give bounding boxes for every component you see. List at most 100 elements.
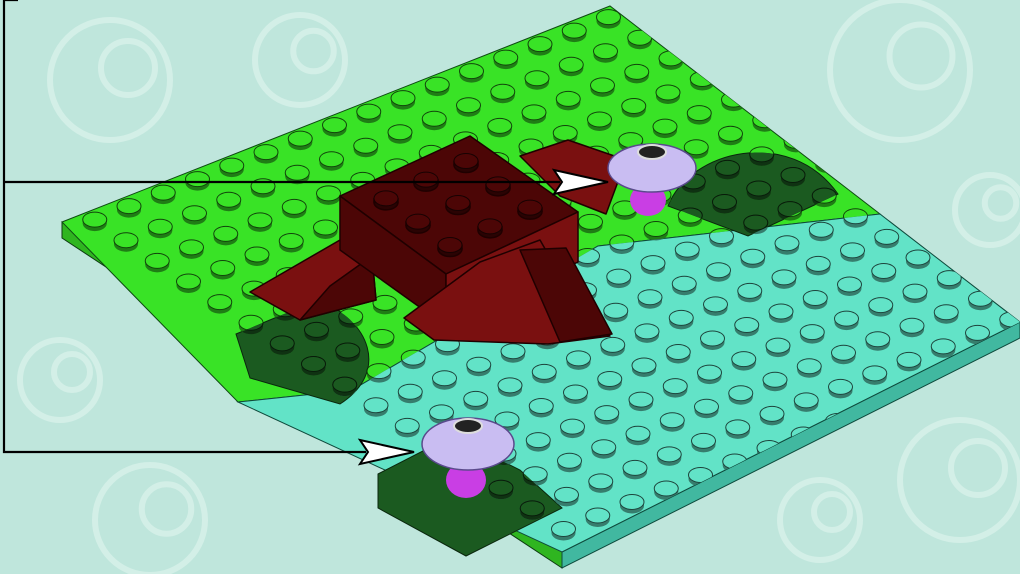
stud-side bbox=[972, 261, 996, 276]
stud-wall bbox=[847, 182, 871, 186]
stud bbox=[738, 283, 762, 298]
stud bbox=[314, 220, 338, 235]
stud bbox=[753, 113, 777, 128]
stud bbox=[336, 343, 360, 358]
pattern-swirl bbox=[890, 25, 953, 88]
stud-side bbox=[815, 158, 839, 173]
stud bbox=[1003, 278, 1020, 293]
stud-wall bbox=[847, 182, 871, 186]
stud bbox=[245, 247, 269, 262]
stud bbox=[622, 98, 646, 113]
stud bbox=[364, 398, 388, 413]
stud-wall bbox=[940, 244, 964, 248]
stud bbox=[333, 377, 357, 392]
stud bbox=[744, 215, 768, 230]
stud bbox=[180, 240, 204, 255]
stud bbox=[395, 418, 419, 433]
stud bbox=[632, 358, 656, 373]
stud bbox=[897, 352, 921, 367]
stud bbox=[769, 304, 793, 319]
stud bbox=[282, 199, 306, 214]
stud bbox=[498, 378, 522, 393]
stud-side bbox=[972, 261, 996, 276]
stud bbox=[588, 112, 612, 127]
stud bbox=[878, 195, 902, 210]
stud-wall bbox=[909, 223, 933, 227]
stud bbox=[800, 325, 824, 340]
stud bbox=[772, 270, 796, 285]
stud bbox=[1003, 278, 1020, 293]
stud-wall bbox=[972, 265, 996, 269]
stud bbox=[666, 344, 690, 359]
stud bbox=[214, 226, 238, 241]
stud-wall bbox=[997, 353, 1020, 357]
stud bbox=[863, 366, 887, 381]
stud bbox=[323, 118, 347, 133]
stud bbox=[478, 219, 502, 234]
stud bbox=[589, 474, 613, 489]
stud bbox=[1003, 278, 1020, 293]
stud-wall bbox=[963, 367, 987, 371]
stud bbox=[526, 433, 550, 448]
pattern-swirl bbox=[951, 441, 1005, 495]
stud-side bbox=[878, 199, 902, 214]
stud-wall bbox=[972, 265, 996, 269]
stud bbox=[906, 250, 930, 265]
stud bbox=[422, 111, 446, 126]
stud bbox=[370, 329, 394, 344]
stud-wall bbox=[997, 353, 1020, 357]
stud bbox=[488, 118, 512, 133]
stud-wall bbox=[847, 182, 871, 186]
stud bbox=[562, 23, 586, 38]
stud bbox=[561, 419, 585, 434]
stud bbox=[559, 57, 583, 72]
stud bbox=[357, 104, 381, 119]
stud bbox=[835, 311, 859, 326]
stud bbox=[555, 487, 579, 502]
stud-wall bbox=[909, 223, 933, 227]
stud bbox=[623, 460, 647, 475]
stud bbox=[1003, 278, 1020, 293]
stud-wall bbox=[909, 223, 933, 227]
stud-wall bbox=[963, 367, 987, 371]
stud bbox=[940, 236, 964, 251]
stud bbox=[501, 344, 525, 359]
stud bbox=[809, 222, 833, 237]
stud-side bbox=[940, 240, 964, 255]
stud-side bbox=[972, 261, 996, 276]
stud bbox=[657, 447, 681, 462]
stud bbox=[604, 303, 628, 318]
stud bbox=[595, 406, 619, 421]
stud bbox=[552, 521, 576, 536]
stud-wall bbox=[940, 244, 964, 248]
stud-wall bbox=[878, 203, 902, 207]
stud-side bbox=[963, 363, 987, 378]
stud bbox=[320, 152, 344, 167]
stud bbox=[878, 195, 902, 210]
stud-side bbox=[940, 240, 964, 255]
stud bbox=[525, 71, 549, 86]
stud bbox=[183, 206, 207, 221]
stud-wall bbox=[878, 203, 902, 207]
stud bbox=[398, 384, 422, 399]
stud bbox=[579, 214, 603, 229]
stud bbox=[829, 379, 853, 394]
stud bbox=[558, 453, 582, 468]
stud-side bbox=[878, 199, 902, 214]
stud bbox=[692, 433, 716, 448]
stud bbox=[878, 195, 902, 210]
stud bbox=[726, 420, 750, 435]
stud-wall bbox=[963, 367, 987, 371]
stud bbox=[940, 236, 964, 251]
stud-side bbox=[997, 350, 1020, 365]
stud bbox=[747, 181, 771, 196]
stud bbox=[909, 216, 933, 231]
stud bbox=[528, 37, 552, 52]
stud-side bbox=[909, 220, 933, 235]
stud-side bbox=[878, 199, 902, 214]
pattern-swirl bbox=[985, 187, 1017, 219]
stud bbox=[713, 194, 737, 209]
stud bbox=[628, 30, 652, 45]
stud bbox=[781, 167, 805, 182]
